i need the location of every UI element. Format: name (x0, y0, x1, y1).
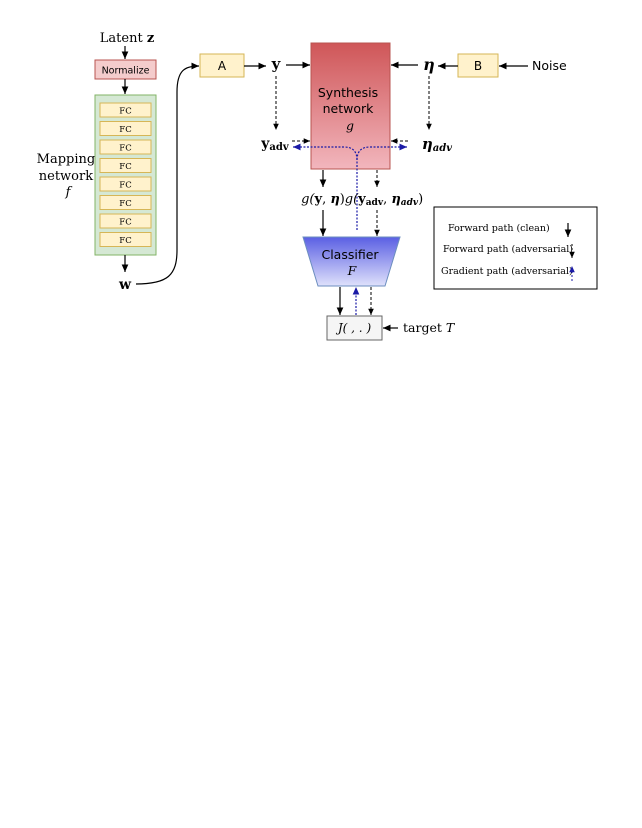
fc-layer-label: FC (119, 199, 131, 209)
mapping-network-label: Mapping network f (37, 152, 100, 200)
g-clean-label: g(y, η) (301, 192, 345, 207)
classifier-label: Classifier F (321, 247, 382, 278)
fc-layer-box (99, 139, 152, 155)
fc-layer-label: FC (119, 218, 131, 228)
fc-layer-box (99, 158, 152, 173)
classifier-box (302, 236, 401, 287)
fc-layer-label: FC (119, 236, 131, 246)
synthesis-line1: Synthesis (318, 85, 378, 100)
classifier-line1: Classifier (321, 247, 379, 262)
loss-label: J( , . ) (335, 321, 372, 335)
target-label: target T (403, 320, 456, 335)
mapping-network-box (94, 94, 157, 256)
legend-box (433, 206, 598, 290)
legend-clean-label: Forward path (clean) (448, 223, 550, 234)
fc-layer-box (99, 232, 152, 247)
arrow-w-to-A (135, 62, 200, 285)
fc-layer-box (99, 121, 152, 136)
fc-layers: FC FC FC FC FC FC FC FC (99, 102, 152, 247)
y-adv-label: yadv (260, 136, 290, 153)
synthesis-line2: network (323, 101, 375, 116)
g-adv-label: g(yadv, ηadv) (345, 192, 423, 208)
eta-label: η (423, 55, 435, 74)
noise-label: Noise (532, 58, 567, 73)
w-label: w (118, 277, 132, 293)
fc-layer-box (99, 102, 152, 118)
legend-gradient-label: Gradient path (adversarial) (441, 266, 573, 277)
mapping-line1: Mapping (37, 152, 96, 167)
loss-box (326, 315, 383, 341)
fc-layer-label: FC (119, 144, 131, 154)
fc-layer-box (99, 213, 152, 229)
eta-adv-label: ηadv (422, 135, 452, 154)
normalize-label: Normalize (102, 66, 150, 77)
B-label: B (474, 59, 482, 73)
gradient-path-synthesis-right (356, 143, 407, 161)
synthesis-network-label: Synthesis network g (318, 85, 382, 133)
synthesis-var: g (346, 118, 354, 133)
fc-layer-label: FC (119, 125, 131, 135)
classifier-var: F (347, 263, 358, 278)
legend-adversarial-label: Forward path (adversarial) (443, 244, 573, 255)
y-label: y (271, 55, 282, 73)
A-label: A (218, 59, 227, 73)
fc-layer-label: FC (119, 162, 131, 172)
fc-layer-label: FC (119, 107, 131, 117)
mapping-var: f (65, 185, 73, 200)
latent-label: Latent z (100, 31, 154, 46)
fc-layer-box (99, 176, 152, 192)
fc-layer-label: FC (119, 181, 131, 191)
mapping-line2: network (39, 169, 93, 184)
fc-layer-box (99, 195, 152, 210)
